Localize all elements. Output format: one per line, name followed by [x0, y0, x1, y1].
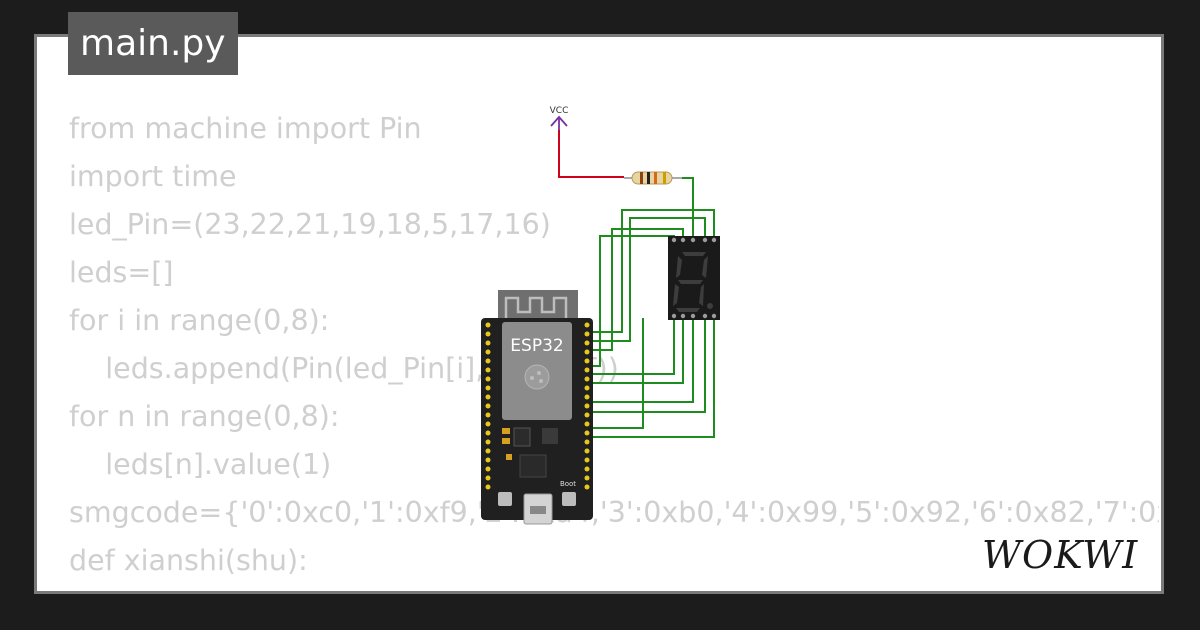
seven-segment-display[interactable]	[668, 236, 720, 320]
display-segments	[673, 252, 713, 312]
vcc-label: VCC	[550, 106, 569, 116]
code-line: leds[n].value(1)	[69, 448, 332, 481]
code-line: for n in range(0,8):	[69, 400, 340, 433]
esp32-board[interactable]: ESP32 Boot	[481, 290, 593, 525]
code-line: smgcode={'0':0xc0,'1':0xf9,'2':0xa4,'3':…	[69, 496, 1159, 529]
code-view: from machine import Pin import time led_…	[69, 105, 1159, 591]
vcc-wire[interactable]	[558, 130, 624, 178]
resistor[interactable]	[624, 171, 682, 185]
pin-headers	[485, 322, 590, 490]
resistor-to-display-wire[interactable]	[682, 177, 694, 240]
board-label: ESP32	[510, 336, 563, 356]
preview-card: from machine import Pin import time led_…	[34, 34, 1164, 594]
code-line: def xianshi(shu):	[69, 544, 308, 577]
code-line: for i in range(0,8):	[69, 304, 330, 337]
code-line: leds=[]	[69, 256, 174, 289]
wokwi-logo: WOKWI	[982, 533, 1138, 577]
svg-text:WOKWI: WOKWI	[982, 533, 1138, 577]
code-line: led_Pin=(23,22,21,19,18,5,17,16)	[69, 208, 551, 241]
boot-button	[562, 492, 576, 506]
boot-label: Boot	[560, 480, 576, 488]
en-button	[498, 492, 512, 506]
espressif-logo-icon	[530, 371, 543, 383]
vcc-terminal[interactable]: VCC	[550, 106, 569, 130]
code-line: from machine import Pin	[69, 112, 422, 145]
file-tab[interactable]: main.py	[68, 12, 238, 75]
code-line: import time	[69, 160, 237, 193]
